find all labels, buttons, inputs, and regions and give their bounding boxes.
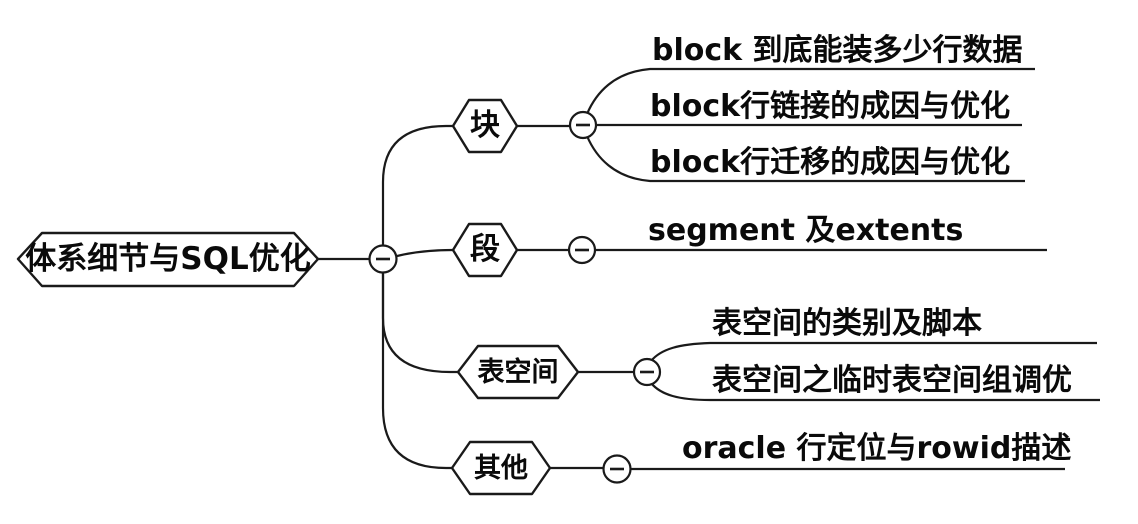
branch-line-block-leaf1 (585, 67, 1035, 115)
branch-line-tablespace-leaf2 (650, 382, 1100, 402)
topic-node-shape-tablespace[interactable] (456, 344, 580, 400)
topic-node-label-tablespace[interactable]: 表空间 (477, 356, 559, 388)
leaf-label-block-chaining[interactable]: block行链接的成因与优化 (650, 89, 1011, 124)
collapse-icon[interactable] (368, 244, 398, 274)
connector-trunk-other (381, 272, 452, 470)
topic-node-shape-block[interactable] (451, 98, 519, 154)
leaf-label-block-rows[interactable]: block 到底能装多少行数据 (652, 33, 1023, 68)
root-node-label[interactable]: 体系细节与SQL优化 (25, 241, 311, 277)
leaf-label-tablespace-types[interactable]: 表空间的类别及脚本 (712, 306, 982, 341)
topic-node-label-other[interactable]: 其他 (474, 452, 528, 484)
topic-node-label-block[interactable]: 块 (470, 108, 500, 143)
topic-node-label-segment[interactable]: 段 (470, 232, 500, 267)
connector-trunk-block (381, 124, 453, 246)
branch-line-tablespace-leaf1 (650, 341, 1097, 362)
topic-node-shape-segment[interactable] (451, 222, 519, 278)
leaf-label-tablespace-temp-group[interactable]: 表空间之临时表空间组调优 (712, 363, 1072, 398)
collapse-icon[interactable] (602, 454, 632, 484)
topic-node-shape-other[interactable] (450, 440, 552, 496)
collapse-icon[interactable] (632, 357, 662, 387)
connector-trunk-segment (396, 248, 454, 258)
collapse-icon[interactable] (567, 235, 597, 265)
leaf-label-block-migration[interactable]: block行迁移的成因与优化 (650, 145, 1011, 180)
connector-trunk-tablespace (381, 272, 458, 374)
leaf-label-oracle-rowid[interactable]: oracle 行定位与rowid描述 (682, 431, 1072, 466)
leaf-label-segment-extents[interactable]: segment 及extents (648, 213, 964, 248)
root-node-shape[interactable] (16, 231, 320, 288)
collapse-icon[interactable] (568, 110, 598, 140)
branch-line-block-leaf3 (585, 135, 1025, 183)
